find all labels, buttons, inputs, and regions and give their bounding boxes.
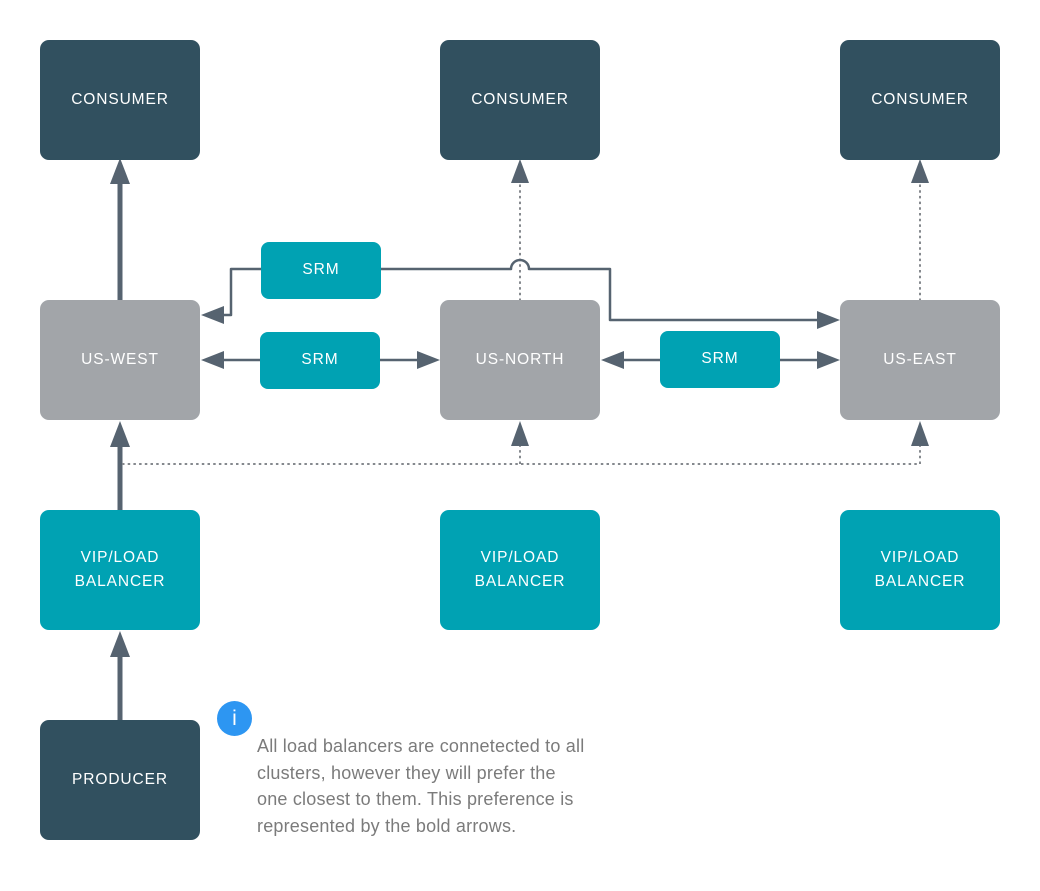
bold-arrow-us-west-to-consumer [110, 158, 130, 300]
node-label: SRM [302, 261, 340, 279]
node-label: US-WEST [81, 350, 159, 368]
note-line: All load balancers are connetected to al… [257, 736, 585, 756]
node-consumer-west: CONSUMER [40, 40, 200, 160]
node-srm-north-east: SRM [660, 331, 780, 388]
node-us-west: US-WEST [40, 300, 200, 420]
node-consumer-east: CONSUMER [840, 40, 1000, 160]
note-line: one closest to them. This preference is [257, 789, 574, 809]
note-line: represented by the bold arrows. [257, 815, 517, 836]
node-label: PRODUCER [72, 770, 168, 788]
bold-arrow-producer-to-lb-west [110, 631, 130, 721]
node-label: SRM [301, 351, 339, 369]
node-us-north: US-NORTH [440, 300, 600, 420]
dotted-link-lb-to-remote-clusters [122, 421, 929, 465]
srm-top-link-to-us-east [381, 258, 840, 329]
node-srm-top: SRM [261, 242, 381, 299]
bold-arrow-lb-west-to-us-west [110, 421, 130, 511]
node-srm-west-north: SRM [260, 332, 380, 389]
node-label: US-NORTH [475, 350, 565, 368]
info-icon-glyph: i [232, 706, 237, 730]
info-icon: i [217, 701, 252, 736]
node-consumer-north: CONSUMER [440, 40, 600, 160]
srm-north-east-link-to-us-east [780, 351, 840, 369]
node-label: CONSUMER [71, 90, 169, 108]
note-line: clusters, however they will prefer the [257, 762, 556, 783]
node-label: VIP/LOAD BALANCER [474, 548, 566, 590]
srm-north-east-link-to-us-north [601, 351, 660, 369]
node-lb-west: VIP/LOAD BALANCER [40, 510, 200, 630]
node-label: VIP/LOAD BALANCER [74, 548, 166, 590]
node-label: CONSUMER [471, 90, 569, 108]
srm-top-link-to-us-west [201, 267, 261, 324]
srm-west-north-link-to-us-west [201, 351, 260, 369]
dotted-arrow-us-east-to-consumer [911, 159, 929, 301]
node-lb-east: VIP/LOAD BALANCER [840, 510, 1000, 630]
node-label: CONSUMER [871, 90, 969, 108]
srm-west-north-link-to-us-north [380, 351, 440, 369]
node-label: US-EAST [883, 350, 957, 368]
note-text: All load balancers are connetected to al… [257, 733, 657, 839]
dotted-arrow-us-north-to-consumer [511, 159, 529, 301]
node-producer: PRODUCER [40, 720, 200, 840]
node-label: VIP/LOAD BALANCER [874, 548, 966, 590]
node-us-east: US-EAST [840, 300, 1000, 420]
node-label: SRM [701, 350, 739, 368]
node-lb-north: VIP/LOAD BALANCER [440, 510, 600, 630]
